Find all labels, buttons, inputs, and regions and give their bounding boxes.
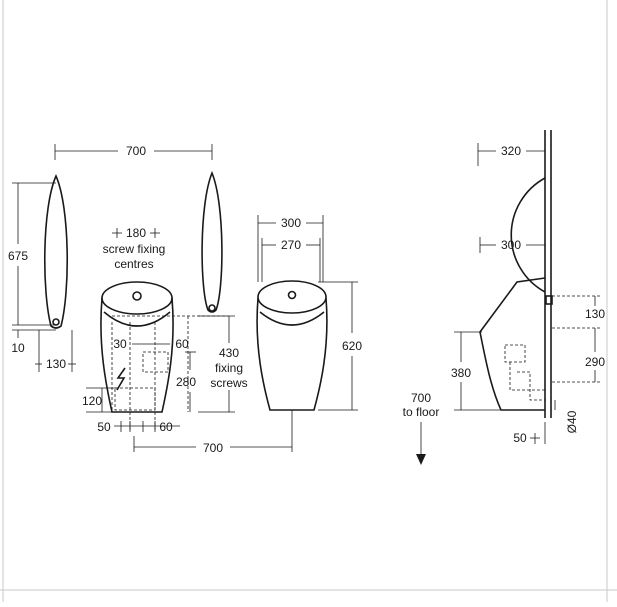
side-urinal-dome	[510, 177, 546, 293]
front-urinal-sensor	[132, 291, 142, 301]
dim-120-label: 120	[82, 394, 102, 408]
floor-700-label: 700	[411, 391, 431, 405]
electric-supply-icon	[116, 367, 126, 391]
side-fixing-bracket	[545, 295, 553, 305]
front-view: 700 675 10 130 180 screw fixing centres	[8, 144, 293, 455]
front-urinal-inner-curve	[103, 311, 171, 327]
hidden-outlet	[142, 351, 169, 373]
centres-label: centres	[114, 257, 153, 271]
dim-side-300-label: 300	[501, 238, 521, 252]
dim-30-label: 30	[113, 337, 127, 351]
fixing-label: fixing	[215, 361, 243, 375]
dim-side-50-label: 50	[513, 431, 527, 445]
side-view: 320 300 130 290 380 700 to floor	[403, 130, 605, 465]
side-hidden-waste	[517, 371, 545, 401]
dim-10-label: 10	[11, 341, 25, 355]
left-sensor-hole	[52, 318, 60, 326]
centre-urinal-sensor	[287, 290, 297, 300]
dim-60-label: 60	[175, 337, 189, 351]
screw-fixing-label: screw fixing	[103, 242, 166, 256]
dim-620-label: 620	[342, 339, 362, 353]
dim-380-label: 380	[451, 366, 471, 380]
dim-700-bottom-label: 700	[203, 441, 223, 455]
dim-60-bottom-label: 60	[159, 420, 173, 434]
front-urinal-rim	[101, 281, 173, 315]
dim-280-label: 280	[176, 375, 196, 389]
right-sensor-hole	[208, 304, 216, 312]
dim-270-label: 270	[281, 238, 301, 252]
right-sensor-strip	[201, 170, 223, 313]
centre-urinal-rim	[257, 280, 327, 314]
diameter-40-label: Ø40	[565, 410, 579, 433]
side-hidden-outlet	[504, 344, 526, 363]
screws-label: screws	[210, 376, 247, 390]
front-urinal-body	[100, 297, 174, 413]
left-sensor-strip	[43, 173, 69, 329]
dim-430-label: 430	[219, 346, 239, 360]
dim-side-130-label: 130	[585, 307, 605, 321]
centre-urinal-inner-curve	[259, 311, 325, 326]
dim-130-label: 130	[46, 357, 66, 371]
dim-700-top-label: 700	[126, 144, 146, 158]
side-hidden-trap	[509, 362, 545, 391]
dim-50-label: 50	[97, 420, 111, 434]
dim-300-label: 300	[281, 216, 301, 230]
hidden-trap	[114, 387, 156, 411]
dim-180-label: 180	[126, 226, 146, 240]
centre-view: 300 270 620	[256, 215, 362, 420]
dim-290-label: 290	[585, 355, 605, 369]
to-floor-label: to floor	[403, 405, 440, 419]
centre-urinal-body	[256, 297, 328, 411]
dim-675-label: 675	[8, 249, 28, 263]
floor-arrow-icon	[416, 454, 426, 465]
dim-320-label: 320	[501, 144, 521, 158]
